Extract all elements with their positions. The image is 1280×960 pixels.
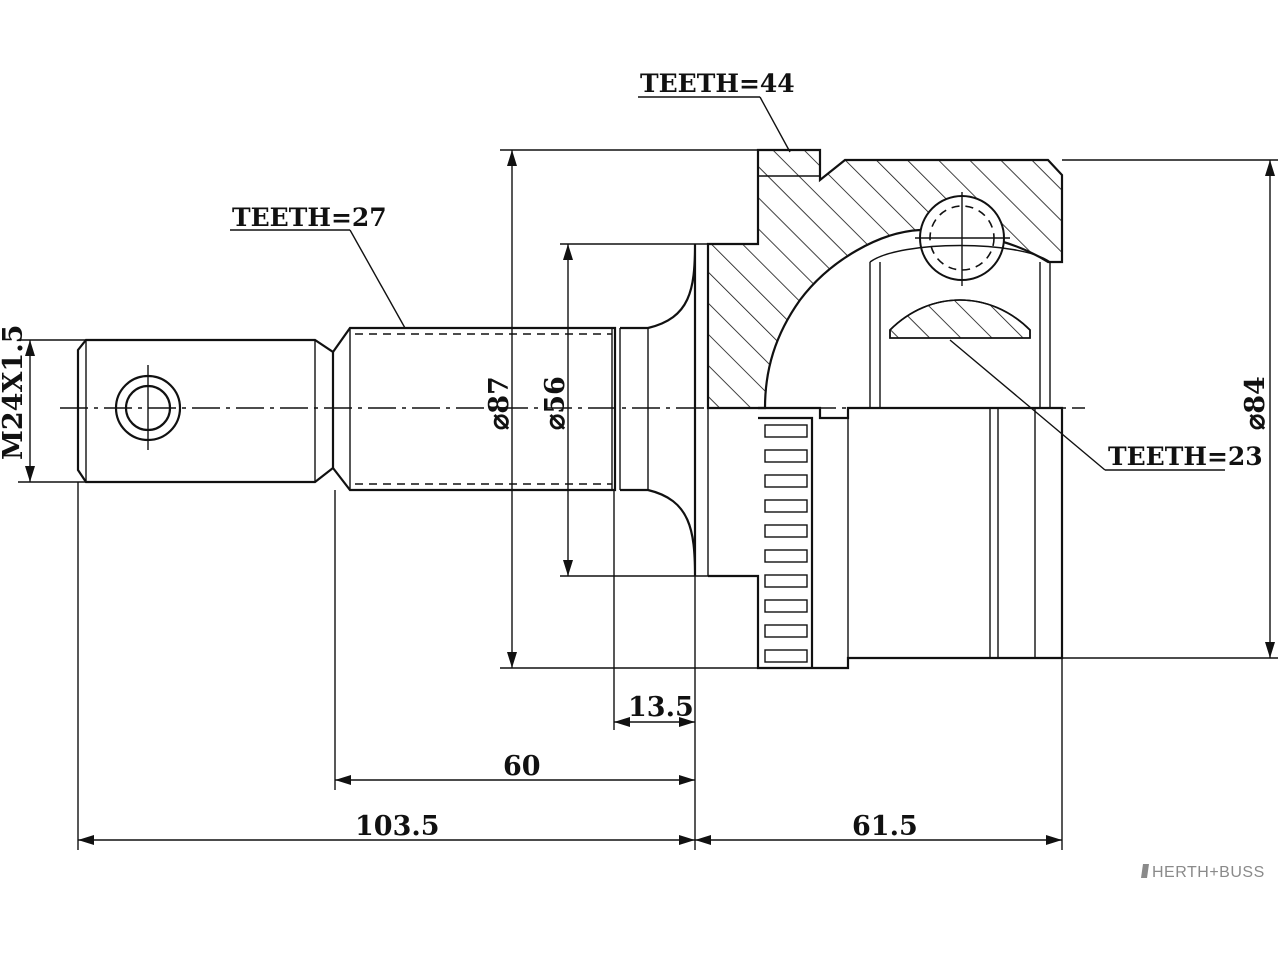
teeth-inner-label: TEETH=23 [1108, 442, 1263, 471]
brand-logo-icon [1141, 864, 1149, 878]
diameter-56-label: ⌀56 [540, 376, 571, 430]
brand-logo: HERTH+BUSS [1141, 864, 1265, 881]
dimension-lines [25, 150, 1275, 845]
shaft-neck [620, 243, 697, 577]
teeth-shaft-label: TEETH=27 [232, 203, 387, 232]
thread-size-label: M24X1.5 [0, 325, 29, 460]
length-61-5-label: 61.5 [852, 811, 918, 842]
length-13-5-label: 13.5 [628, 692, 694, 723]
length-60-label: 60 [503, 751, 541, 782]
length-103-5-label: 103.5 [355, 811, 440, 842]
diameter-87-label: ⌀87 [484, 376, 515, 430]
svg-text:HERTH+BUSS: HERTH+BUSS [1152, 864, 1265, 881]
joint-housing-section [706, 148, 1064, 576]
threaded-end [76, 338, 335, 484]
teeth-abs-label: TEETH=44 [640, 69, 795, 98]
splined-shaft [332, 326, 621, 492]
diameter-84-label: ⌀84 [1240, 376, 1271, 430]
leader-lines [230, 96, 1225, 471]
extension-lines [18, 149, 1278, 850]
abs-ring-teeth [764, 424, 808, 663]
joint-housing-exterior [708, 406, 1064, 670]
